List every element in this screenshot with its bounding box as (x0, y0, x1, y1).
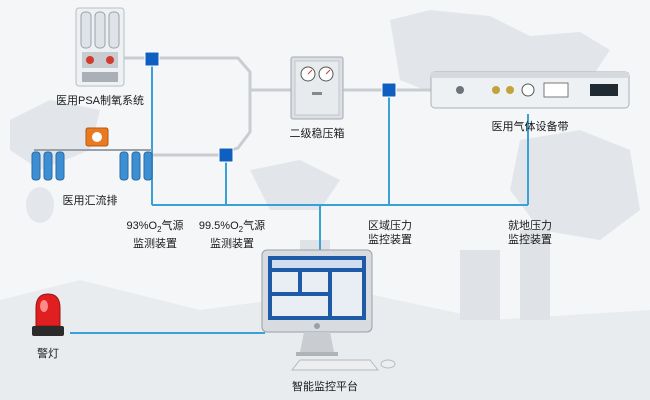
platform-label: 智能监控平台 (292, 381, 358, 393)
monitor-995-o2: 99.5%O2气源 监测装置 (184, 219, 280, 251)
monitor-995-o2-post: 气源 (243, 220, 266, 232)
monitor-995-o2-pre: 99.5%O (198, 220, 239, 232)
monitor-local-line1: 就地压力 (508, 220, 552, 232)
pressure-box-icon (290, 56, 344, 120)
manifold-label: 医用汇流排 (62, 195, 118, 207)
sensor-box (381, 82, 397, 98)
medical-manifold (28, 120, 156, 182)
alarm-light-icon (32, 293, 64, 336)
monitor-93-o2-line2: 监测装置 (133, 238, 177, 251)
monitor-995-o2-line2: 监测装置 (210, 238, 254, 251)
monitor-local-line2: 监控装置 (508, 234, 552, 246)
manifold-icon (31, 127, 153, 181)
alarm-label: 警灯 (37, 348, 59, 360)
pressure-box-label: 二级稳压箱 (289, 128, 345, 140)
monitor-93-o2-pre: 93%O (126, 220, 158, 232)
monitor-995-o2-sub: 2 (238, 225, 244, 235)
monitoring-platform (260, 248, 400, 376)
equipment-band-label: 医用气体设备带 (491, 121, 569, 133)
monitor-regional-line1: 区域压力 (368, 220, 412, 232)
sensor-manifold (218, 147, 234, 163)
monitor-93-o2: 93%O2气源 监测装置 (110, 219, 200, 251)
monitor-regional: 区域压力 监控装置 (352, 219, 428, 247)
computer-icon (261, 249, 396, 371)
monitor-local: 就地压力 监控装置 (492, 219, 568, 247)
monitor-93-o2-sub: 2 (157, 225, 162, 235)
monitor-93-o2-post: 气源 (161, 220, 184, 232)
monitor-regional-line2: 监控装置 (368, 234, 412, 246)
psa-oxygen-system (74, 6, 126, 88)
secondary-pressure-box (290, 56, 344, 120)
alarm-light (28, 290, 68, 340)
psa-label: 医用PSA制氧系统 (55, 95, 144, 107)
gas-equipment-band (430, 68, 630, 112)
psa-machine-icon (75, 7, 125, 87)
sensor-psa (144, 51, 160, 67)
pipe-psa (123, 56, 252, 154)
equipment-band-icon (430, 71, 630, 109)
